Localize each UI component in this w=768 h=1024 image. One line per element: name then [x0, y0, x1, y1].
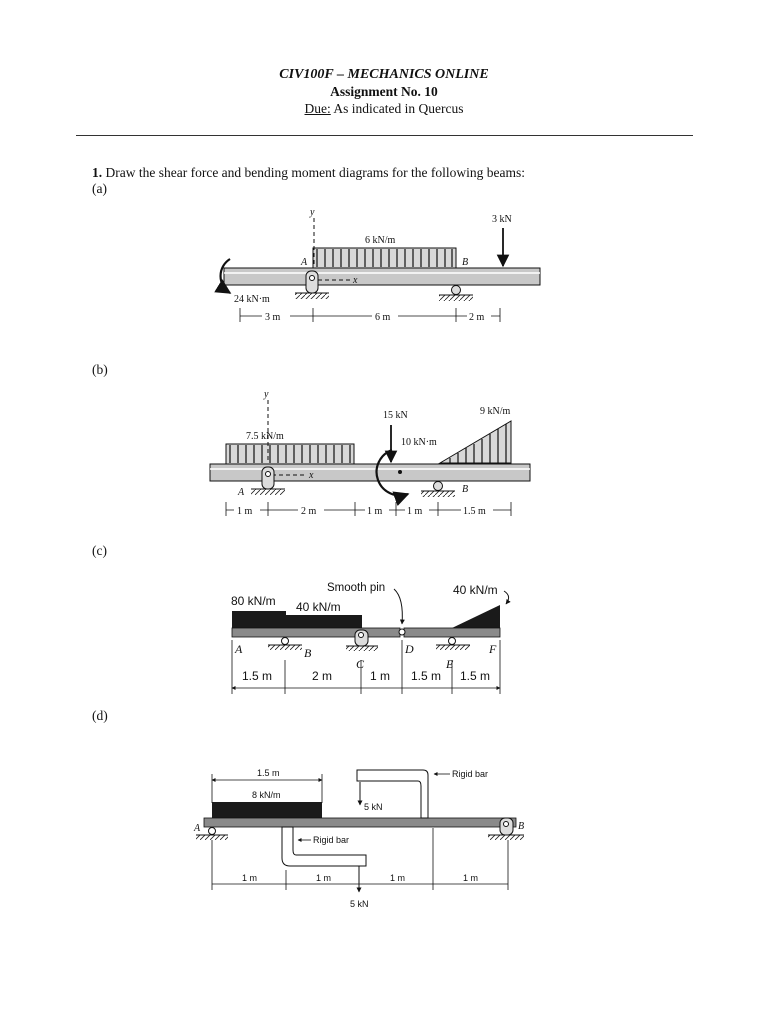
- assignment-number: Assignment No. 10: [330, 84, 438, 99]
- beam-b-dim-1: 1 m: [237, 506, 253, 517]
- beam-c-point-a: A: [234, 642, 243, 656]
- beam-d-support-a: [196, 827, 228, 840]
- beam-b: 7.5 kN/m y x A 15 kN 10 kN·m: [209, 389, 531, 517]
- beam-b-pin-support: [251, 466, 285, 495]
- beam-c-point-d: D: [404, 642, 414, 656]
- beam-d-dim-top: 1.5 m: [257, 768, 280, 778]
- beam-d-dim-4: 1 m: [463, 873, 478, 883]
- beam-c-dim-5: 1.5 m: [460, 669, 490, 683]
- beam-c-pin-pointer: [393, 588, 405, 625]
- part-c-label: (c): [92, 543, 107, 558]
- beam-b-dim-5: 1.5 m: [463, 506, 486, 517]
- beam-b-moment-label: 10 kN·m: [401, 437, 437, 448]
- beam-b-dim-2: 2 m: [301, 506, 317, 517]
- beam-d-support-b: [488, 817, 524, 840]
- beam-a-dim-3: 2 m: [469, 312, 485, 323]
- beam-d-body: [203, 817, 517, 828]
- document-header: CIV100F – MECHANICS ONLINE Assignment No…: [0, 66, 768, 117]
- due-label: Due:: [304, 101, 331, 116]
- due-line: Due: As indicated in Quercus: [0, 100, 768, 117]
- beam-a-body: [223, 267, 541, 286]
- question-number: 1.: [92, 165, 103, 180]
- beam-d-dimension-line: [211, 828, 509, 890]
- course-title: CIV100F – MECHANICS ONLINE: [279, 67, 489, 82]
- beam-c-dim-3: 1 m: [370, 669, 390, 683]
- beam-d-rigid-bar-bottom-label: Rigid bar: [313, 835, 349, 845]
- beam-b-body: [209, 463, 531, 482]
- beam-c-support-e: [436, 637, 470, 650]
- beam-d-point-a: A: [193, 823, 201, 834]
- beam-b-udl-label: 7.5 kN/m: [246, 431, 284, 442]
- beam-b-triangular-load: [438, 420, 512, 464]
- beam-a-point-a: A: [300, 257, 308, 268]
- beam-b-tri-load-label: 9 kN/m: [480, 406, 511, 417]
- beam-b-dim-3: 1 m: [367, 506, 383, 517]
- beam-a-point-load-label: 3 kN: [492, 214, 512, 225]
- beam-b-moment-point: [398, 470, 402, 474]
- beam-c-load-3-pointer: [503, 590, 511, 605]
- part-b-label: (b): [92, 362, 108, 377]
- beam-b-moment-arrow: [375, 448, 410, 506]
- beam-a-x-label: x: [352, 275, 358, 286]
- beam-a-point-b: B: [462, 257, 468, 268]
- due-text: As indicated in Quercus: [330, 101, 464, 116]
- beam-b-point-a: A: [237, 487, 245, 498]
- beam-d-force-bottom-label: 5 kN: [350, 899, 369, 909]
- beam-d-dim-2: 1 m: [316, 873, 331, 883]
- part-a-label: (a): [92, 181, 107, 196]
- beam-d-point-b: B: [518, 821, 524, 832]
- beam-c-loads: [232, 605, 500, 628]
- beam-a-moment-arrow: [214, 258, 232, 294]
- beam-b-dim-4: 1 m: [407, 506, 423, 517]
- question-1: 1. Draw the shear force and bending mome…: [92, 165, 525, 181]
- beam-a-udl: [312, 247, 457, 269]
- beam-c-dim-2: 2 m: [312, 669, 332, 683]
- beam-b-dimension-line: [225, 502, 512, 516]
- beam-d-top-dimension: [211, 774, 323, 803]
- beam-c: 80 kN/m 40 kN/m 40 kN/m Smooth pin: [231, 582, 511, 694]
- beam-b-point-b: B: [462, 484, 468, 495]
- beam-a-roller-support: [439, 285, 473, 301]
- beam-c-dim-1: 1.5 m: [242, 669, 272, 683]
- beam-d-force-top-label: 5 kN: [364, 802, 383, 812]
- header-divider: [76, 135, 693, 136]
- beam-d-udl-label: 8 kN/m: [252, 790, 281, 800]
- beam-a: 6 kN/m y x A B 3 kN 24 kN·m: [214, 207, 541, 323]
- beam-a-dim-2: 6 m: [375, 312, 391, 323]
- beam-d-udl: [212, 802, 322, 818]
- beam-a-dimension-line: [239, 308, 501, 322]
- beam-b-x-label: x: [308, 470, 314, 481]
- beam-d-rigid-bar-bottom: [281, 826, 367, 867]
- question-text: Draw the shear force and bending moment …: [102, 165, 526, 180]
- beam-a-udl-label: 6 kN/m: [365, 235, 396, 246]
- beam-a-y-label: y: [309, 207, 315, 218]
- beam-c-point-e: E: [445, 657, 454, 671]
- beam-d-dim-3: 1 m: [390, 873, 405, 883]
- beam-b-point-load-label: 15 kN: [383, 410, 408, 421]
- beam-d-rigid-bar-top-label: Rigid bar: [452, 769, 488, 779]
- beam-c-load-3-label: 40 kN/m: [453, 583, 498, 597]
- beam-d-dim-1: 1 m: [242, 873, 257, 883]
- beam-c-load-2-label: 40 kN/m: [296, 600, 341, 614]
- beam-c-point-f: F: [488, 642, 497, 656]
- beam-d-rigid-bar-top: [356, 769, 429, 819]
- beam-b-udl: [225, 443, 355, 465]
- beam-c-point-c: C: [356, 657, 365, 671]
- beam-c-smooth-pin: [398, 628, 406, 636]
- beam-b-roller-support: [421, 481, 455, 497]
- beam-a-pin-support: [295, 270, 329, 299]
- beam-c-dim-4: 1.5 m: [411, 669, 441, 683]
- beam-d: 1.5 m 8 kN/m Rigid bar Rigid bar 5 kN 5 …: [193, 768, 524, 909]
- beam-c-point-b: B: [304, 646, 312, 660]
- beam-c-support-c: [346, 629, 378, 651]
- beam-c-load-1-label: 80 kN/m: [231, 594, 276, 608]
- beam-a-moment-label: 24 kN·m: [234, 294, 270, 305]
- beam-a-dim-1: 3 m: [265, 312, 281, 323]
- beam-c-support-b: [268, 637, 302, 650]
- beam-c-pin-label: Smooth pin: [327, 582, 385, 594]
- beam-b-y-label: y: [263, 389, 269, 400]
- part-d-label: (d): [92, 708, 108, 723]
